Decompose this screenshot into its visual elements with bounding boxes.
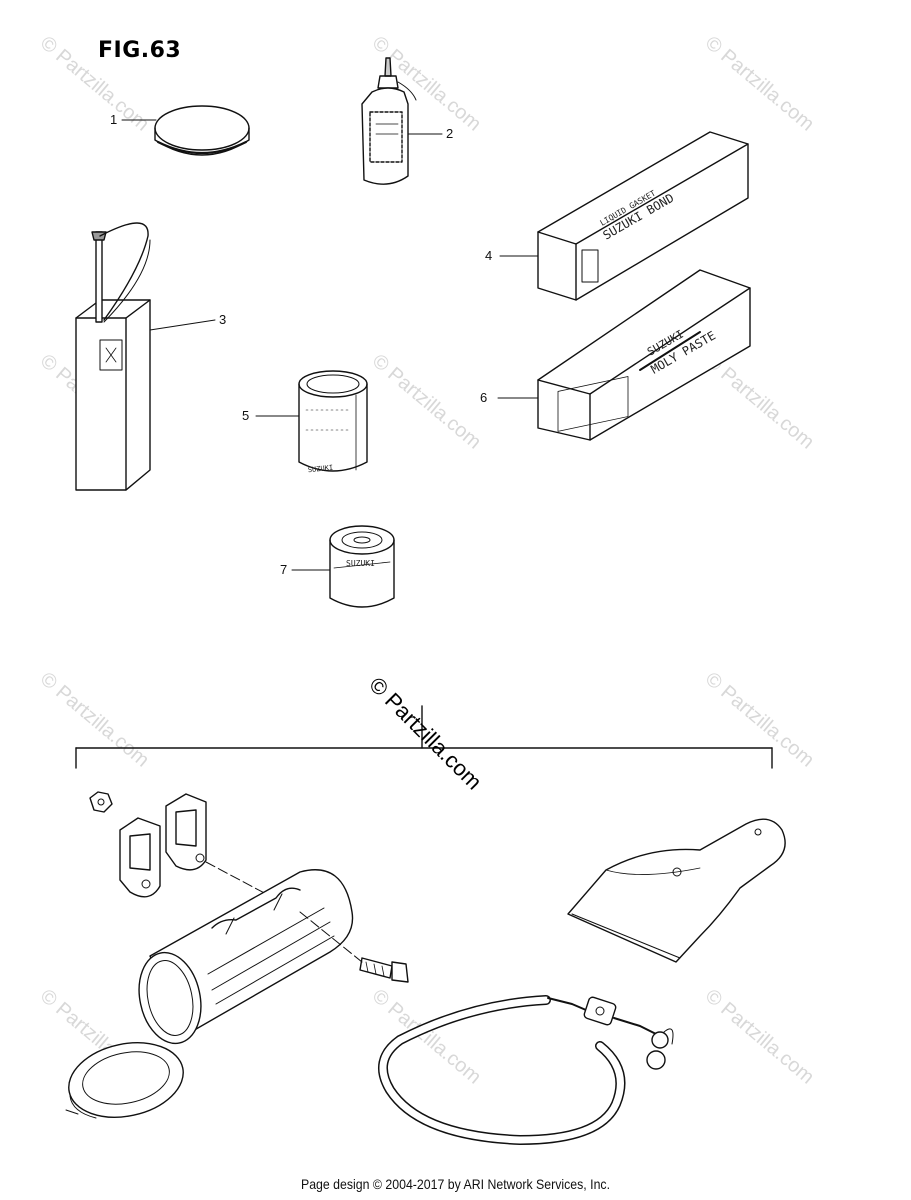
can5-label: SUZUKI xyxy=(307,464,333,475)
bolt[interactable] xyxy=(359,957,409,983)
lanyard-cable[interactable] xyxy=(377,995,674,1145)
part-3-oil-can[interactable] xyxy=(75,222,151,491)
can7-label: SUZUKI xyxy=(346,559,375,568)
part-7-small-tin[interactable]: SUZUKI xyxy=(329,525,395,608)
footer-copyright: Page design © 2004-2017 by ARI Network S… xyxy=(300,1176,611,1192)
part-4-suzuki-bond-box[interactable]: SUZUKI BOND LIQUID GASKET xyxy=(537,131,749,301)
nut[interactable] xyxy=(89,791,113,813)
callout-6[interactable]: 6 xyxy=(480,390,488,405)
callout-3[interactable]: 3 xyxy=(219,312,227,327)
part-1-grease-tin[interactable] xyxy=(154,105,250,156)
holder-bracket-right[interactable] xyxy=(165,793,207,871)
tool-bag-case[interactable] xyxy=(131,869,354,1049)
callout-7[interactable]: 7 xyxy=(280,562,288,577)
part-5-can[interactable]: SUZUKI xyxy=(298,370,368,475)
callout-2[interactable]: 2 xyxy=(446,126,454,141)
part-2-oil-bottle[interactable] xyxy=(361,57,417,185)
group-bracket xyxy=(75,705,773,769)
callout-1[interactable]: 1 xyxy=(110,112,118,127)
callout-5[interactable]: 5 xyxy=(242,408,250,423)
callout-4[interactable]: 4 xyxy=(485,248,493,263)
part-6-moly-paste-box[interactable]: SUZUKI MOLY PASTE xyxy=(537,269,751,441)
tool-pouch[interactable] xyxy=(567,818,786,963)
holder-bracket-left[interactable] xyxy=(119,817,161,898)
tool-bag-cap[interactable] xyxy=(62,1033,190,1128)
figure-title: FIG.63 xyxy=(98,38,182,63)
